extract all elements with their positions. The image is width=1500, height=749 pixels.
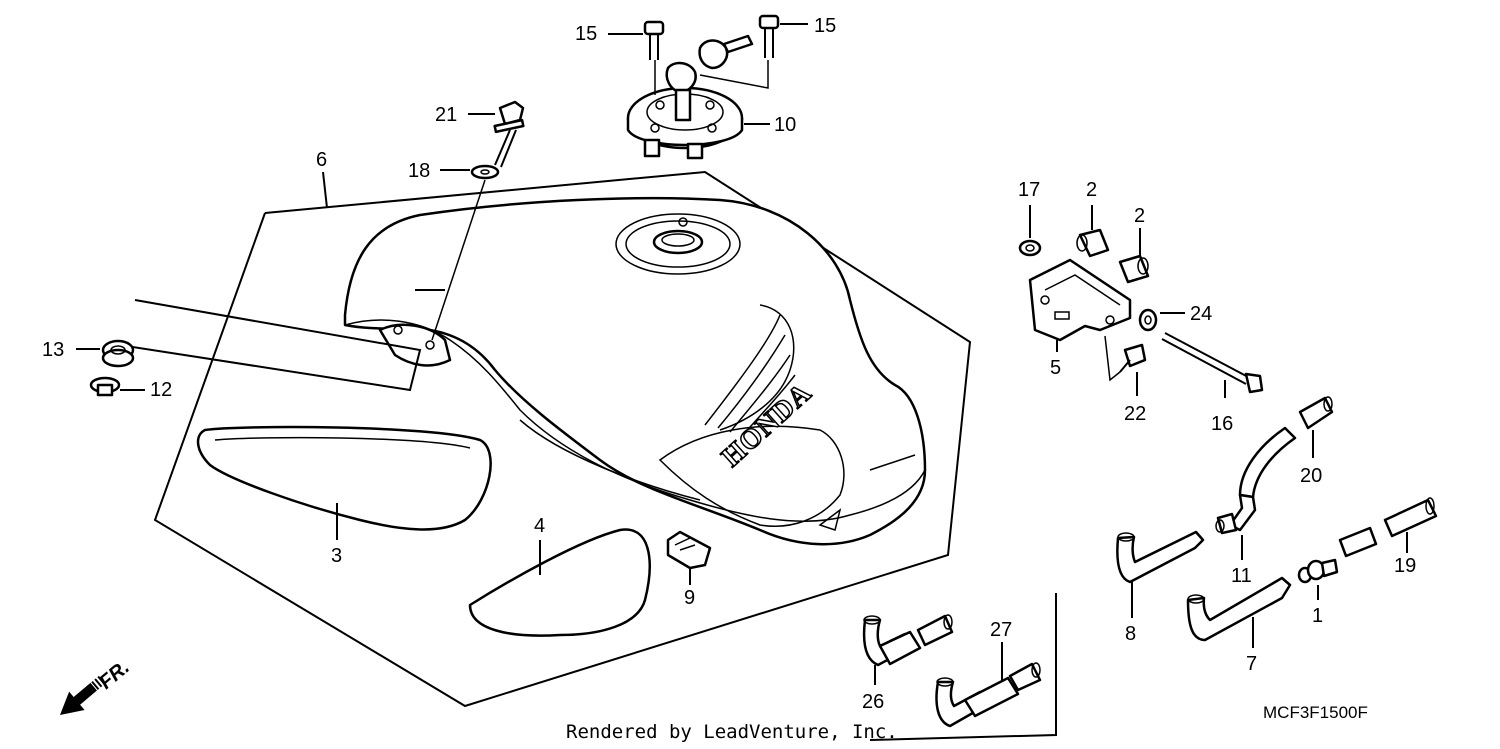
bolt-15-left: [643, 20, 665, 60]
callout-15-right: 15: [814, 15, 836, 37]
bolt-16: [1161, 332, 1264, 394]
rubber-2-right: [1118, 254, 1150, 284]
key-set: [665, 34, 754, 122]
knee-pad-3: [196, 425, 492, 531]
credit-text: Rendered by LeadVenture, Inc.: [566, 721, 898, 743]
callout-16: 16: [1211, 413, 1233, 435]
bolt-21: [493, 100, 525, 168]
assembly-outline: [153, 170, 972, 708]
clip-9: [666, 530, 712, 570]
joint-11: [1215, 493, 1257, 535]
callout-24: 24: [1190, 303, 1212, 325]
hose-20: [1298, 396, 1334, 430]
callout-18: 18: [408, 160, 430, 182]
callout-13: 13: [42, 339, 64, 361]
callout-4: 4: [534, 515, 545, 537]
callout-3: 3: [331, 545, 342, 567]
callout-19: 19: [1394, 555, 1416, 577]
clip-1: [1297, 558, 1339, 584]
washer-24: [1138, 308, 1158, 332]
callout-12: 12: [150, 379, 172, 401]
hose-26: [862, 614, 954, 667]
hose-27: [935, 662, 1042, 728]
diagram-code: MCF3F1500F: [1263, 703, 1368, 722]
callout-10: 10: [774, 114, 796, 136]
callout-15-left: 15: [575, 23, 597, 45]
front-direction-label: FR.: [95, 656, 134, 694]
front-arrow-icon: [60, 675, 106, 715]
bolt-22: [1119, 343, 1147, 373]
callout-20: 20: [1300, 465, 1322, 487]
hose-8: [1116, 530, 1205, 584]
hose-19: [1338, 497, 1438, 558]
callout-22: 22: [1124, 403, 1146, 425]
callout-26: 26: [862, 691, 884, 713]
bolt-15-right: [758, 14, 780, 58]
rubber-2-left: [1076, 228, 1110, 258]
callout-2-left: 2: [1086, 179, 1097, 201]
fuel-tank: [119, 196, 927, 546]
callout-9: 9: [684, 587, 695, 609]
callout-21: 21: [435, 104, 457, 126]
breather-hose-upper: [1238, 426, 1297, 499]
callout-2-right: 2: [1134, 205, 1145, 227]
collar-12: [89, 376, 121, 397]
nut-17: [1018, 239, 1042, 257]
callout-7: 7: [1246, 653, 1257, 675]
callout-6: 6: [316, 149, 327, 171]
knee-pad-4: [468, 528, 651, 637]
callout-17: 17: [1018, 179, 1040, 201]
hose-7: [1186, 576, 1292, 642]
washer-18: [470, 164, 500, 180]
callout-27: 27: [990, 619, 1012, 641]
callout-11: 11: [1231, 565, 1252, 587]
grommet-13: [101, 339, 135, 368]
callout-5: 5: [1050, 357, 1061, 379]
bracket-5: [1028, 258, 1132, 342]
callout-8: 8: [1125, 623, 1136, 645]
callout-1: 1: [1312, 605, 1323, 627]
